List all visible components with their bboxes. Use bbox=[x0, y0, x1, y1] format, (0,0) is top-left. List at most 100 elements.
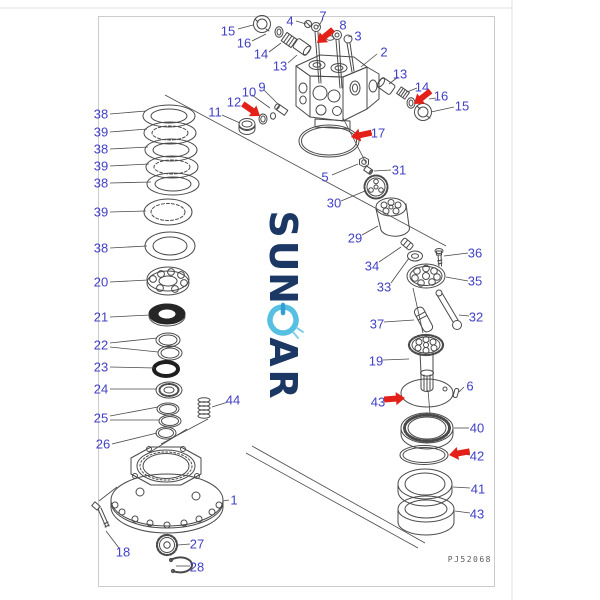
part-label-26: 26 bbox=[96, 437, 110, 452]
part-label-27: 27 bbox=[190, 537, 204, 552]
part-label-43: 43 bbox=[371, 395, 385, 410]
leader-line bbox=[110, 315, 150, 317]
leader-line bbox=[110, 111, 146, 114]
leader-line bbox=[110, 338, 157, 343]
part-label-42: 42 bbox=[470, 449, 484, 464]
part-bolt-36 bbox=[435, 249, 443, 267]
leader-line bbox=[238, 25, 253, 29]
leader-line bbox=[223, 500, 229, 501]
part-label-44: 44 bbox=[226, 393, 240, 408]
part-label-9: 9 bbox=[258, 80, 265, 95]
leader-line bbox=[252, 95, 270, 108]
leader-line bbox=[384, 320, 414, 322]
leader-lines bbox=[106, 19, 470, 566]
part-piston-37 bbox=[413, 306, 434, 334]
part-label-5: 5 bbox=[321, 170, 328, 185]
leader-line bbox=[110, 280, 148, 282]
part-label-31: 31 bbox=[392, 163, 406, 178]
leader-line bbox=[178, 544, 190, 545]
logo-letter-R: R bbox=[261, 369, 305, 398]
part-label-24: 24 bbox=[94, 382, 108, 397]
leader-line bbox=[110, 367, 155, 368]
part-label-36: 36 bbox=[468, 246, 482, 261]
part-fittings-top-left bbox=[254, 16, 313, 57]
leader-line bbox=[110, 182, 151, 183]
part-label-40: 40 bbox=[470, 421, 484, 436]
leader-line bbox=[374, 170, 391, 171]
logo-letter-N: N bbox=[261, 272, 305, 304]
part-label-37: 37 bbox=[370, 317, 384, 332]
leader-line bbox=[296, 21, 306, 24]
part-pin-34 bbox=[400, 237, 414, 250]
part-label-20: 20 bbox=[94, 275, 108, 290]
part-label-13: 13 bbox=[273, 59, 287, 74]
leader-line bbox=[391, 258, 409, 283]
red-arrows bbox=[241, 27, 471, 460]
part-plug-group-left bbox=[239, 103, 288, 135]
leader-line bbox=[222, 115, 240, 123]
part-label-34: 34 bbox=[365, 259, 379, 274]
leader-line bbox=[455, 511, 470, 513]
leader-line bbox=[212, 402, 228, 407]
part-plate-stack bbox=[143, 105, 199, 260]
part-rod-32 bbox=[436, 290, 462, 330]
part-label-14: 14 bbox=[254, 47, 268, 62]
leader-line bbox=[269, 43, 281, 52]
part-valve-plate-30 bbox=[365, 176, 388, 199]
part-label-33: 33 bbox=[377, 280, 391, 295]
drawing-code: PJ52068 bbox=[448, 555, 492, 564]
red-arrow-icon bbox=[317, 27, 336, 43]
leader-line bbox=[110, 164, 149, 166]
leader-line bbox=[110, 147, 148, 149]
leader-line bbox=[341, 191, 365, 201]
part-washer-33 bbox=[408, 251, 423, 261]
part-bearing-ring-40 bbox=[401, 413, 453, 449]
leader-line bbox=[110, 347, 158, 352]
part-bearing-24 bbox=[156, 382, 182, 398]
leader-line bbox=[362, 226, 378, 235]
part-gear-27 bbox=[157, 535, 177, 555]
part-nut-5 bbox=[360, 157, 369, 167]
leader-line bbox=[318, 19, 323, 27]
part-label-38: 38 bbox=[94, 107, 108, 122]
red-arrow-icon bbox=[351, 128, 373, 142]
part-label-23: 23 bbox=[94, 360, 108, 375]
leader-line bbox=[110, 246, 147, 248]
part-label-6: 6 bbox=[466, 379, 473, 394]
leader-line bbox=[459, 387, 464, 392]
leader-line bbox=[383, 359, 409, 360]
logo-letter-U: U bbox=[261, 241, 305, 272]
part-label-1: 1 bbox=[230, 493, 237, 508]
part-oring-23 bbox=[154, 362, 178, 376]
red-arrow-icon bbox=[383, 392, 405, 406]
part-case-43 bbox=[398, 496, 454, 535]
part-label-22: 22 bbox=[94, 338, 108, 353]
leader-line bbox=[361, 54, 377, 67]
leader-line bbox=[110, 129, 147, 132]
part-label-3: 3 bbox=[354, 29, 361, 44]
part-label-17: 17 bbox=[371, 126, 385, 141]
red-arrow-icon bbox=[414, 88, 433, 104]
part-label-35: 35 bbox=[468, 274, 482, 289]
leader-line bbox=[429, 98, 436, 99]
leader-line bbox=[106, 531, 119, 548]
part-label-16: 16 bbox=[434, 89, 448, 104]
part-label-4: 4 bbox=[286, 14, 293, 29]
leader-line bbox=[112, 433, 157, 444]
part-label-38: 38 bbox=[94, 176, 108, 191]
part-label-19: 19 bbox=[369, 354, 383, 369]
leader-line bbox=[389, 77, 398, 84]
part-label-41: 41 bbox=[471, 482, 485, 497]
leader-line bbox=[252, 34, 266, 41]
leader-line bbox=[110, 211, 146, 212]
part-label-29: 29 bbox=[348, 231, 362, 246]
leader-line bbox=[348, 36, 352, 37]
part-label-7: 7 bbox=[319, 9, 326, 24]
part-label-39: 39 bbox=[94, 125, 108, 140]
part-label-18: 18 bbox=[116, 545, 130, 560]
part-label-12: 12 bbox=[227, 95, 241, 110]
part-label-10: 10 bbox=[242, 85, 256, 100]
